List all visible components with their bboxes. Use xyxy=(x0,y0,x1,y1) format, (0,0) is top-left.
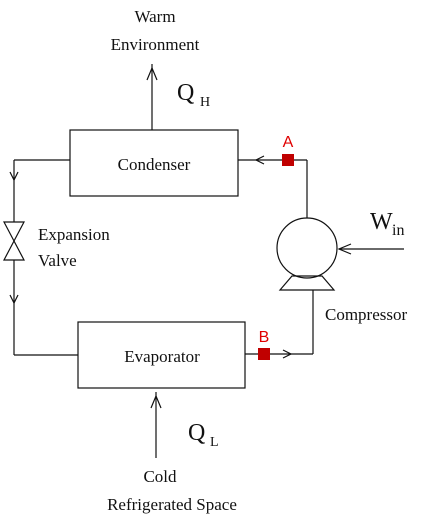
evaporator-label: Evaporator xyxy=(124,347,200,366)
point-b-marker xyxy=(258,348,270,360)
compressor-symbol xyxy=(276,217,338,291)
cold-space-line1: Cold xyxy=(143,467,177,486)
ql-symbol: Q xyxy=(188,420,205,446)
evaporator-box xyxy=(77,321,246,389)
compressor-label: Compressor xyxy=(325,305,408,324)
expansion-valve-line1: Expansion xyxy=(38,225,110,244)
win-symbol: W xyxy=(370,209,393,235)
win-label: W in xyxy=(370,209,404,239)
expansion-valve-line2: Valve xyxy=(38,251,77,270)
heat-in-arrow xyxy=(150,392,162,458)
qh-subscript: H xyxy=(200,95,210,110)
condenser-box xyxy=(69,129,239,197)
warm-environment-line2: Environment xyxy=(111,35,200,54)
state-point-a: A xyxy=(282,134,294,166)
ql-subscript: L xyxy=(210,435,219,450)
qh-label: Q H xyxy=(177,80,210,110)
cold-space-line2: Refrigerated Space xyxy=(107,495,237,514)
work-in-arrow xyxy=(337,243,404,255)
qh-symbol: Q xyxy=(177,80,194,106)
expansion-valve-symbol xyxy=(3,221,25,261)
warm-environment-line1: Warm xyxy=(134,7,175,26)
win-subscript: in xyxy=(392,222,404,239)
state-point-b: B xyxy=(258,329,270,360)
left-refrigerant-line xyxy=(9,159,78,356)
ql-label: Q L xyxy=(188,420,219,450)
heat-out-arrow xyxy=(146,64,158,130)
condenser-label: Condenser xyxy=(118,155,191,174)
point-a-label: A xyxy=(283,134,294,151)
right-refrigerant-line xyxy=(238,155,314,359)
point-a-marker xyxy=(282,154,294,166)
point-b-label: B xyxy=(259,329,270,346)
